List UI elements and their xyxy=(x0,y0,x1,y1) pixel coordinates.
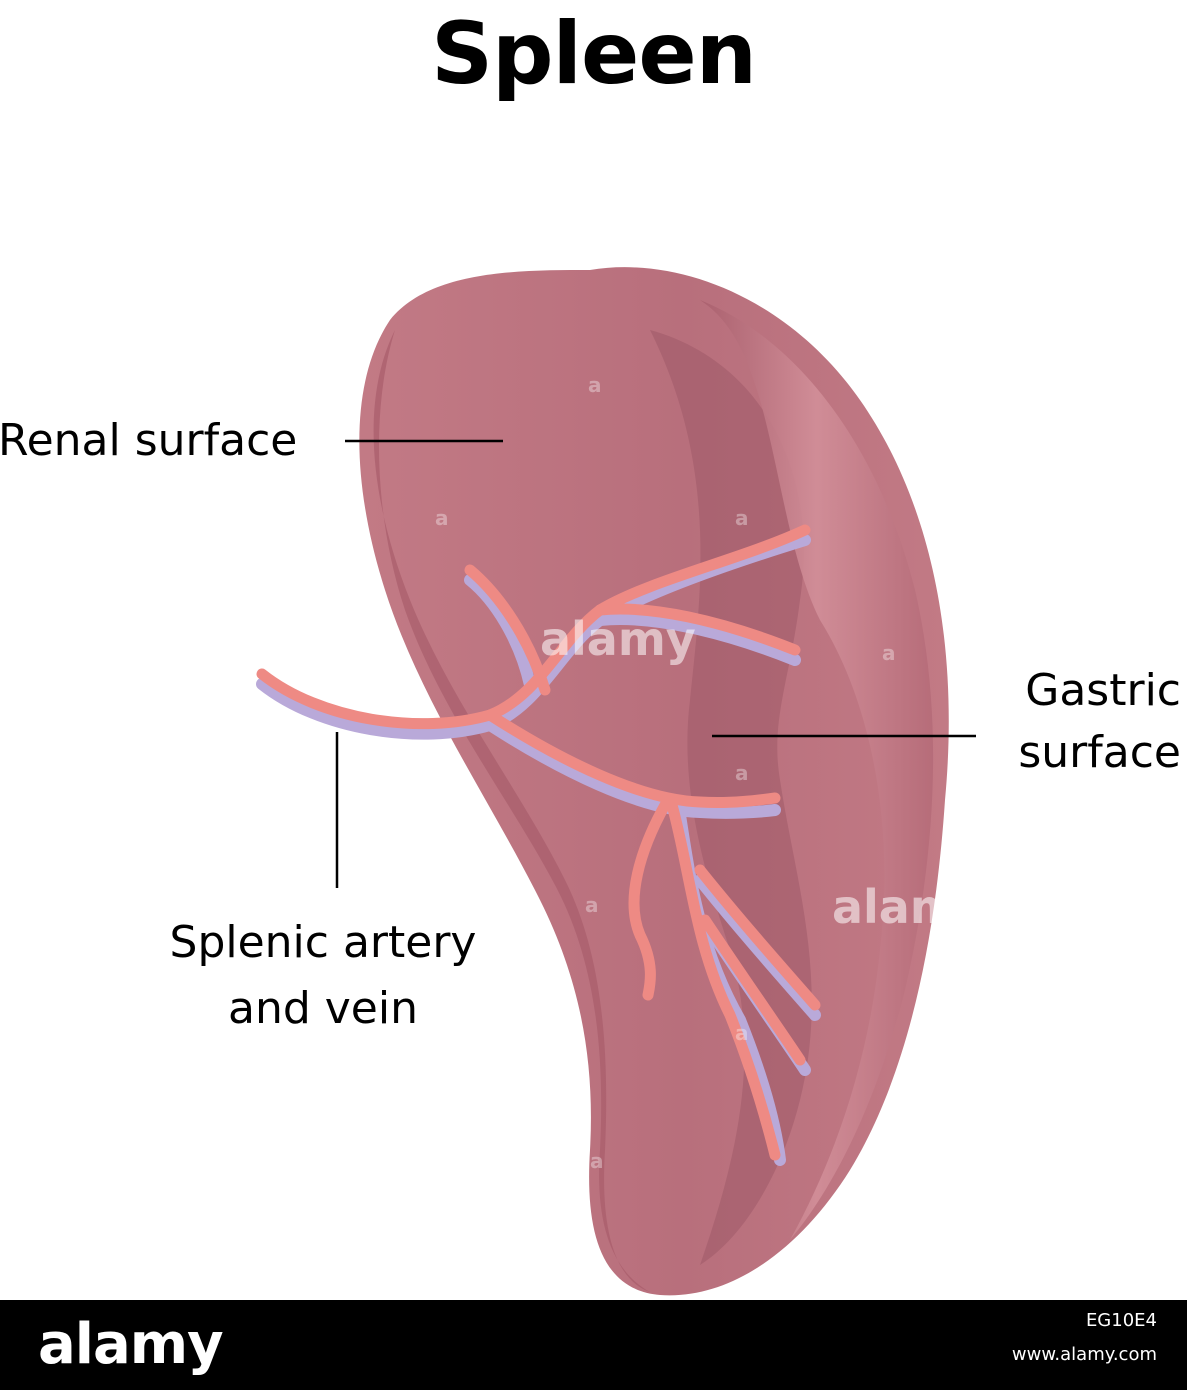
label-splenic-line1: Splenic artery xyxy=(169,917,477,968)
spleen-rim xyxy=(700,300,934,1240)
footer-url: www.alamy.com xyxy=(1011,1344,1157,1365)
footer-brand-logo: alamy xyxy=(38,1312,224,1377)
watermark-right: alamy xyxy=(832,880,988,934)
label-splenic-artery-vein: Splenic artery and vein xyxy=(140,916,506,1036)
page-title: Spleen xyxy=(431,4,757,104)
footer-image-id: EG10E4 xyxy=(1085,1310,1157,1331)
wm-mark-6: a xyxy=(585,893,599,917)
label-renal-surface: Renal surface xyxy=(0,415,298,466)
wm-mark-2: a xyxy=(435,506,449,530)
wm-mark-1: a xyxy=(588,373,602,397)
wm-mark-4: a xyxy=(882,641,896,665)
wm-mark-8: a xyxy=(590,1149,604,1173)
label-gastric-line2: surface xyxy=(1018,727,1181,778)
wm-mark-7: a xyxy=(735,1021,749,1045)
watermark-center: alamy xyxy=(540,612,696,666)
wm-mark-3: a xyxy=(735,506,749,530)
spleen-body xyxy=(359,267,949,1296)
stock-footer: alamy EG10E4 www.alamy.com xyxy=(0,1300,1187,1390)
splenic-artery xyxy=(256,524,821,1161)
label-gastric-surface: Gastric surface xyxy=(1018,664,1181,780)
label-splenic-line2: and vein xyxy=(228,983,418,1034)
label-gastric-line1: Gastric xyxy=(1025,665,1181,716)
spleen-illustration: a a a a a a a a xyxy=(256,267,976,1296)
wm-mark-5: a xyxy=(735,761,749,785)
